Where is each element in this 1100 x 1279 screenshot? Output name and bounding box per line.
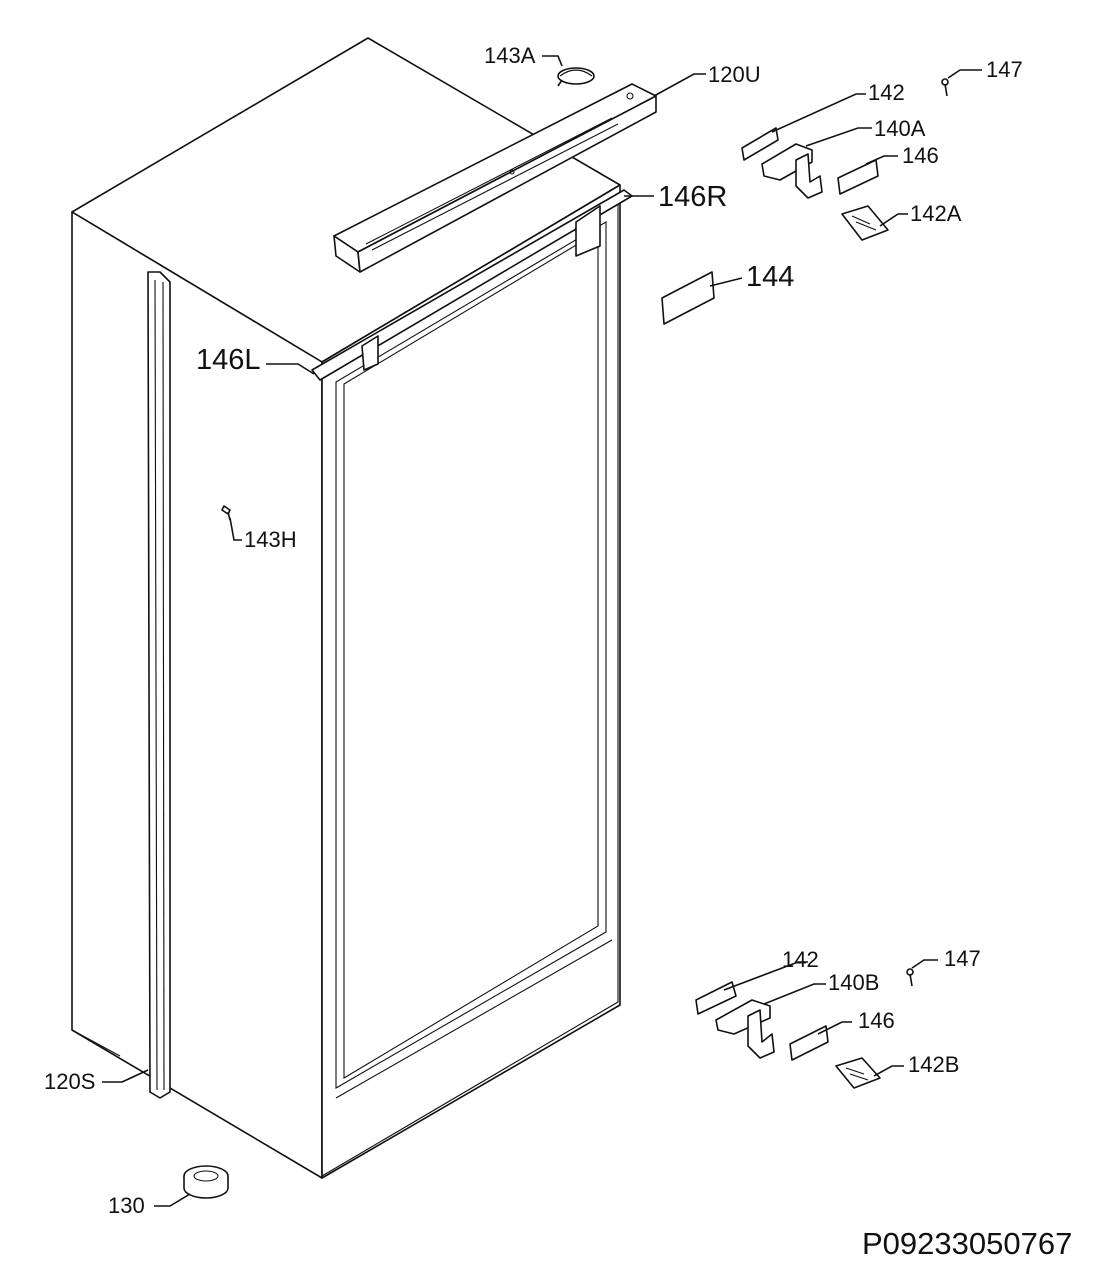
plate-142b (835, 1057, 881, 1089)
label-143a: 143A (484, 43, 536, 68)
label-146l: 146L (196, 344, 261, 376)
label-147-bottom: 147 (944, 946, 981, 971)
spacer-142-top (741, 127, 779, 161)
label-144: 144 (746, 261, 794, 293)
top-hinge-set (741, 78, 949, 241)
drawing-reference-number: P09233050767 (862, 1226, 1072, 1261)
screw-147-bottom (906, 968, 914, 987)
side-seal-strip (147, 271, 171, 1099)
label-147-top: 147 (986, 57, 1023, 82)
screw-143a (557, 67, 595, 87)
label-142-bottom: 142 (782, 947, 819, 972)
label-143h: 143H (244, 527, 297, 552)
part-labels: 143A 120U 147 142 140A 146 146R 142A 144… (44, 43, 1072, 1261)
hinge-140a (761, 143, 823, 199)
door-opening (335, 221, 607, 1089)
cabinet-body (71, 37, 621, 1179)
spacer-142-bottom (695, 981, 737, 1015)
screw-147-top (941, 78, 949, 97)
label-146r: 146R (658, 181, 727, 213)
top-rail-bracket (333, 83, 657, 273)
label-120s: 120S (44, 1069, 95, 1094)
label-146-bottom: 146 (858, 1008, 895, 1033)
hinge-140b (715, 999, 775, 1059)
label-142-top: 142 (868, 80, 905, 105)
label-142b: 142B (908, 1052, 959, 1077)
trim-clip-right (575, 205, 601, 257)
label-140a: 140A (874, 116, 926, 141)
label-146-top: 146 (902, 143, 939, 168)
plate-142a (841, 205, 889, 241)
pad-144 (661, 271, 715, 325)
pad-146-top (837, 159, 879, 195)
label-140b: 140B (828, 970, 879, 995)
leader-lines (102, 55, 982, 1207)
label-142a: 142A (910, 201, 962, 226)
label-120u: 120U (708, 62, 761, 87)
label-130: 130 (108, 1193, 145, 1218)
adjustable-foot (183, 1165, 229, 1199)
trim-clip-left (361, 335, 379, 371)
